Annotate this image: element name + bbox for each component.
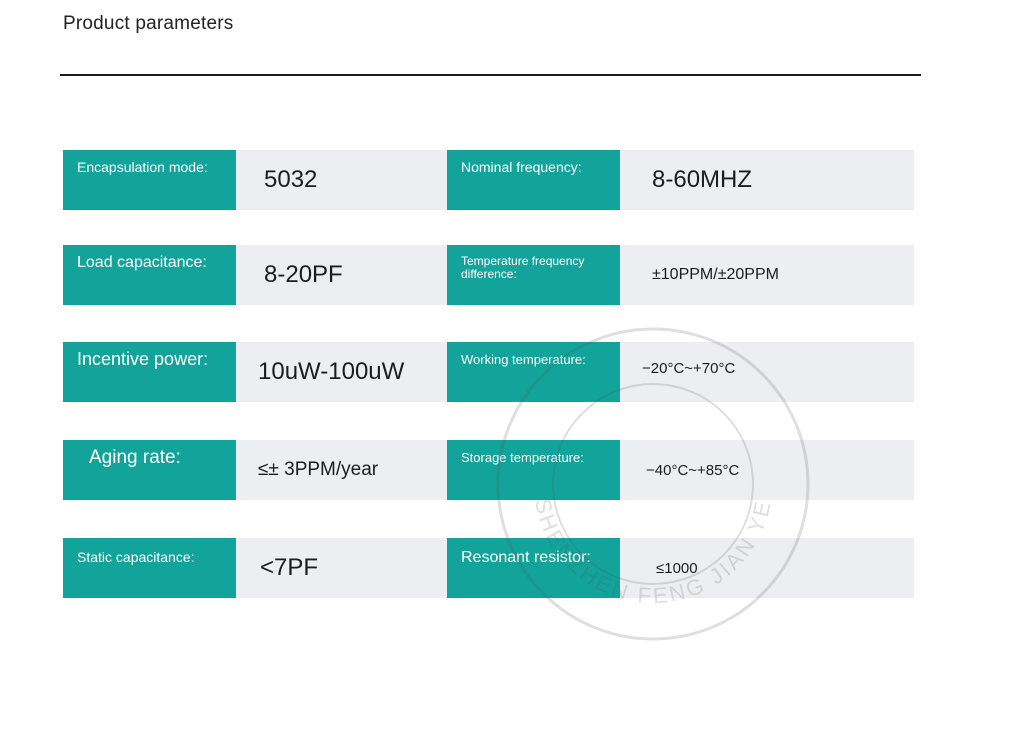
temperature-frequency-difference-value: ±10PPM/±20PPM: [620, 245, 914, 305]
incentive-power-label: Incentive power:: [63, 342, 236, 402]
load-capacitance-label: Load capacitance:: [63, 245, 236, 305]
nominal-frequency-label: Nominal frequency:: [447, 150, 620, 210]
load-capacitance-value: 8-20PF: [236, 245, 447, 305]
aging-rate-label: Aging rate:: [63, 440, 236, 500]
param-row-1: Encapsulation mode: 5032 Nominal frequen…: [63, 150, 914, 210]
aging-rate-value: ≤± 3PPM/year: [236, 440, 447, 500]
title-divider: [60, 74, 921, 76]
param-row-4: Aging rate: ≤± 3PPM/year Storage tempera…: [63, 440, 914, 500]
param-row-5: Static capacitance: <7PF Resonant resist…: [63, 538, 914, 598]
storage-temperature-label: Storage temperature:: [447, 440, 620, 500]
temperature-frequency-difference-label: Temperature frequency difference:: [447, 245, 620, 305]
encapsulation-mode-label: Encapsulation mode:: [63, 150, 236, 210]
nominal-frequency-value: 8-60MHZ: [620, 150, 914, 210]
page-title: Product parameters: [63, 13, 234, 34]
param-row-3: Incentive power: 10uW-100uW Working temp…: [63, 342, 914, 402]
static-capacitance-label: Static capacitance:: [63, 538, 236, 598]
resonant-resistor-label: Resonant resistor:: [447, 538, 620, 598]
working-temperature-value: −20°C~+70°C: [620, 342, 914, 402]
working-temperature-label: Working temperature:: [447, 342, 620, 402]
static-capacitance-value: <7PF: [236, 538, 447, 598]
incentive-power-value: 10uW-100uW: [236, 342, 447, 402]
param-row-2: Load capacitance: 8-20PF Temperature fre…: [63, 245, 914, 305]
encapsulation-mode-value: 5032: [236, 150, 447, 210]
resonant-resistor-value: ≤1000: [620, 538, 914, 598]
storage-temperature-value: −40°C~+85°C: [620, 440, 914, 500]
